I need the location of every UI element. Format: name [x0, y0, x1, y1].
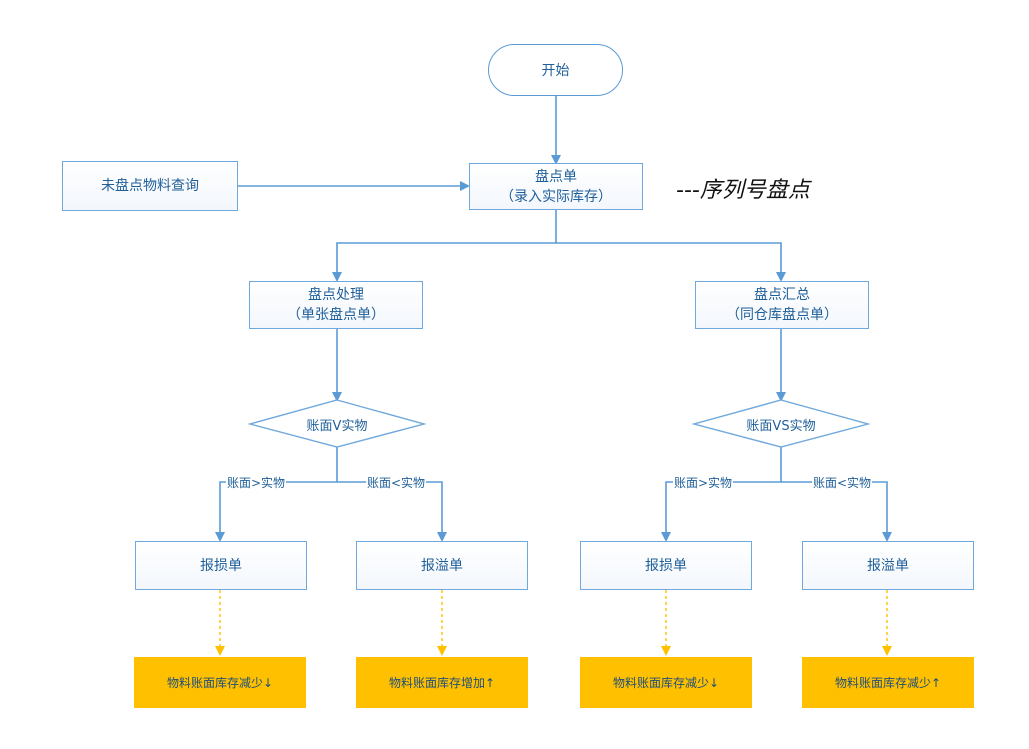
count-sheet-line1: 盘点单	[535, 168, 577, 185]
unchecked-query-label: 未盘点物料查询	[101, 178, 199, 194]
result-box-4: 物料账面库存减少↑	[802, 657, 974, 708]
loss-right-box: 报损单	[580, 541, 752, 590]
summary-line2: （同仓库盘点单）	[726, 307, 838, 323]
edge-count-sheet-split-right	[556, 242, 786, 282]
result-label-3: 物料账面库存减少↓	[612, 676, 720, 690]
edge-right-gt	[661, 447, 782, 542]
edge-left-gt	[215, 447, 338, 542]
summary-box: 盘点汇总 （同仓库盘点单）	[695, 281, 869, 329]
count-sheet-line2: （录入实际库存）	[500, 188, 612, 205]
process-line2: （单张盘点单）	[287, 307, 385, 323]
compare-left-diamond	[247, 399, 427, 448]
edge-label-lt-right: 账面<实物	[812, 474, 873, 491]
edge-count-sheet-split	[332, 210, 557, 282]
edge-label-gt-left: 账面>实物	[226, 474, 287, 491]
serial-number-annotation: ---序列号盘点	[676, 178, 810, 203]
overflow-left-box: 报溢单	[356, 541, 528, 590]
result-label-4: 物料账面库存减少↑	[834, 676, 942, 690]
compare-right-diamond	[691, 399, 871, 448]
compare-right-label: 账面VS实物	[746, 419, 816, 434]
compare-left-label: 账面V实物	[306, 419, 368, 434]
result-label-2: 物料账面库存增加↑	[388, 676, 496, 690]
start-label: 开始	[541, 63, 570, 79]
result-box-1: 物料账面库存减少↓	[134, 657, 306, 708]
unchecked-query-box: 未盘点物料查询	[62, 161, 238, 211]
start-node: 开始	[488, 44, 623, 96]
result-box-2: 物料账面库存增加↑	[356, 657, 528, 708]
count-sheet-box: 盘点单 （录入实际库存）	[469, 163, 643, 210]
process-line1: 盘点处理	[308, 287, 364, 303]
loss-right-label: 报损单	[645, 557, 687, 574]
edge-label-gt-right: 账面>实物	[673, 474, 734, 491]
summary-line1: 盘点汇总	[754, 287, 810, 303]
overflow-right-box: 报溢单	[802, 541, 974, 590]
loss-left-label: 报损单	[200, 557, 242, 574]
result-label-1: 物料账面库存减少↓	[166, 676, 274, 690]
result-box-3: 物料账面库存减少↓	[580, 657, 752, 708]
process-box: 盘点处理 （单张盘点单）	[249, 281, 423, 329]
overflow-left-label: 报溢单	[421, 557, 463, 574]
loss-left-box: 报损单	[135, 541, 307, 590]
edge-label-lt-left: 账面<实物	[366, 474, 427, 491]
overflow-right-label: 报溢单	[867, 557, 909, 574]
